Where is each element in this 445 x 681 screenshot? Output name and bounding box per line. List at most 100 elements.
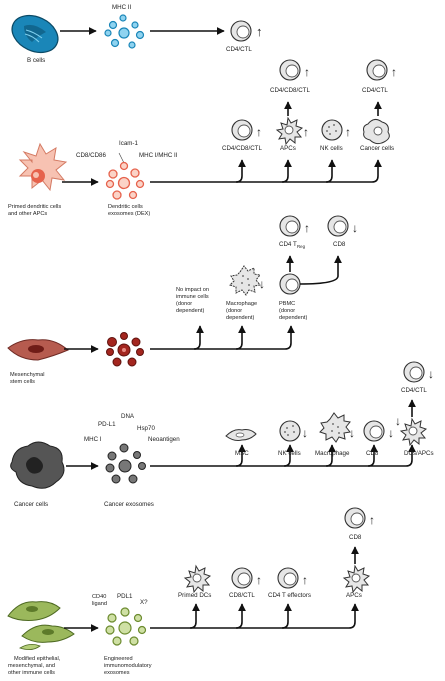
target-label: CD4/CD8/CTL — [222, 145, 262, 152]
down-arrow-icon: ↓ — [349, 426, 355, 440]
up-arrow-icon: ↑ — [302, 573, 308, 587]
engineered-exosomes — [105, 607, 147, 646]
marker-mhci: MHC I — [84, 436, 102, 443]
marker-neoantigen: Neoantigen — [148, 436, 180, 443]
cancer-cell-icon — [10, 441, 65, 489]
apc-cell — [275, 116, 304, 146]
up-arrow-icon: ↑ — [304, 221, 310, 235]
up-arrow-icon: ↑ — [303, 125, 309, 139]
marker-x: X? — [140, 599, 148, 606]
marker-cd40-1: CD40 — [92, 594, 106, 600]
dendritic-source-label-1: Primed dendritic cells — [8, 204, 61, 210]
msc-target-cell — [225, 429, 257, 441]
dendritic-source-label-2: and other APCs — [8, 211, 47, 217]
marker-pdl1: PDL1 — [117, 593, 133, 600]
marker-dna: DNA — [121, 413, 135, 420]
cd4-treg-cell — [279, 215, 301, 237]
up-arrow-icon: ↑ — [256, 24, 263, 39]
target-label: CD8/CTL — [229, 592, 255, 599]
secondary-cd4-ctl-cell — [366, 59, 388, 81]
msc-exosomes — [106, 332, 144, 367]
down-arrow-icon: ↓ — [352, 221, 358, 235]
up-arrow-icon: ↑ — [369, 513, 375, 527]
marker-icam1: Icam-1 — [119, 140, 138, 147]
engineered-source-2: mesenchymal, and — [8, 663, 55, 669]
row-engineered: Modified epithelial, mesenchymal, and ot… — [7, 507, 375, 676]
engineered-exo-3: exosomes — [104, 670, 130, 676]
macrophage-label-1: Macrophage — [226, 301, 257, 307]
msc-trunk-line — [150, 325, 295, 350]
target-label: DCs/APCs — [404, 450, 434, 457]
primed-dc-cell — [183, 564, 212, 594]
dex-label-1: Dendritic cells — [108, 204, 143, 210]
marker-mhc: MHC I/MHC II — [139, 152, 178, 159]
up-arrow-icon: ↑ — [345, 125, 351, 139]
dendritic-cell-icon — [18, 142, 68, 192]
marker-pdl1: PD-L1 — [98, 421, 116, 428]
apc-engineered-cell — [342, 564, 371, 594]
up-arrow-icon: ↑ — [256, 125, 262, 139]
target-label: CD4 T effectors — [268, 592, 311, 599]
target-label: Macrophage — [315, 450, 350, 457]
no-impact-3: (donor — [176, 301, 192, 307]
engineered-exo-2: immunomodulatory — [104, 663, 152, 669]
target-label: NK cells — [320, 145, 343, 152]
down-arrow-icon: ↓ — [302, 426, 308, 440]
b-cell-exosomes — [104, 14, 145, 49]
msc-icon — [7, 339, 69, 361]
msc-label-1: Mesenchymal — [10, 372, 45, 378]
pbmc-label-1: PBMC — [279, 301, 295, 307]
engineered-source-1: Modified epithelial, — [14, 656, 61, 662]
down-arrow-icon: ↓ — [388, 426, 394, 440]
target-label: CD8 — [366, 450, 379, 457]
target-label: MSC — [235, 450, 249, 457]
nk-cell — [321, 119, 343, 141]
marker-cd8cd86: CD8/CD86 — [76, 152, 106, 159]
down-arrow-icon: ↓ — [259, 277, 265, 291]
cancer-exosomes-label: Cancer exosomes — [104, 501, 154, 508]
mhc-ii-label: MHC II — [112, 4, 132, 11]
modified-cells-icon — [7, 601, 75, 650]
row-dendritic-cells: Primed dendritic cells and other APCs Ic… — [8, 59, 397, 217]
target-label: Primed DCs — [178, 592, 211, 599]
up-arrow-icon: ↑ — [391, 65, 397, 79]
cancer-cells-label: Cancer cells — [14, 501, 48, 508]
dex-label-2: exosomes (DEX) — [108, 211, 150, 217]
no-impact-4: dependent) — [176, 308, 204, 314]
target-label: APCs — [280, 145, 296, 152]
macrophage-cell — [229, 265, 261, 296]
no-impact-2: immune cells — [176, 294, 209, 300]
cancer-trunk-line — [150, 444, 416, 467]
down-arrow-icon: ↓ — [428, 367, 434, 381]
marker-hsp70: Hsp70 — [137, 425, 155, 432]
engineered-source-3: other immune cells — [8, 670, 55, 676]
cd4-treg-label: CD4 T — [279, 241, 297, 248]
no-impact-1: No impact on — [176, 287, 209, 293]
row-cancer-cells: Cancer cells PD-L1 DNA Hsp70 MHC I Neoan… — [10, 361, 434, 508]
cd4-ctl-cell — [230, 20, 252, 42]
pbmc-label-2: (donor — [279, 308, 295, 314]
engineered-exo-1: Engineered — [104, 656, 133, 662]
b-cell-icon — [11, 14, 59, 54]
secondary-cd4-cd8-ctl-cell — [279, 59, 301, 81]
up-arrow-icon: ↑ — [304, 65, 310, 79]
marker-cd40-2: ligand — [92, 601, 107, 607]
nk-target-cell — [279, 420, 301, 442]
cd8-secondary-cell — [344, 507, 366, 529]
macrophage-target-cell — [319, 412, 351, 443]
cd8-label: CD8 — [333, 241, 346, 248]
macrophage-label-3: dependent) — [226, 315, 254, 321]
b-cells-label: B cells — [27, 57, 45, 64]
pbmc-label-3: dependent) — [279, 315, 307, 321]
down-arrow-icon: ↓ — [395, 414, 401, 428]
secondary-target-label: CD8 — [349, 534, 362, 541]
cd4-t-effector-cell — [277, 567, 299, 589]
target-label: CD4/CTL — [226, 46, 252, 53]
secondary-target-label: CD4/CTL — [401, 387, 427, 394]
treg-subscript: Reg — [297, 244, 306, 249]
secondary-target-label: CD4/CD8/CTL — [270, 87, 310, 94]
up-arrow-icon: ↑ — [256, 573, 262, 587]
pbmc-cell — [279, 273, 301, 295]
cd4-ctl-secondary-cell — [403, 361, 425, 383]
cd8-target-cell — [363, 420, 385, 442]
